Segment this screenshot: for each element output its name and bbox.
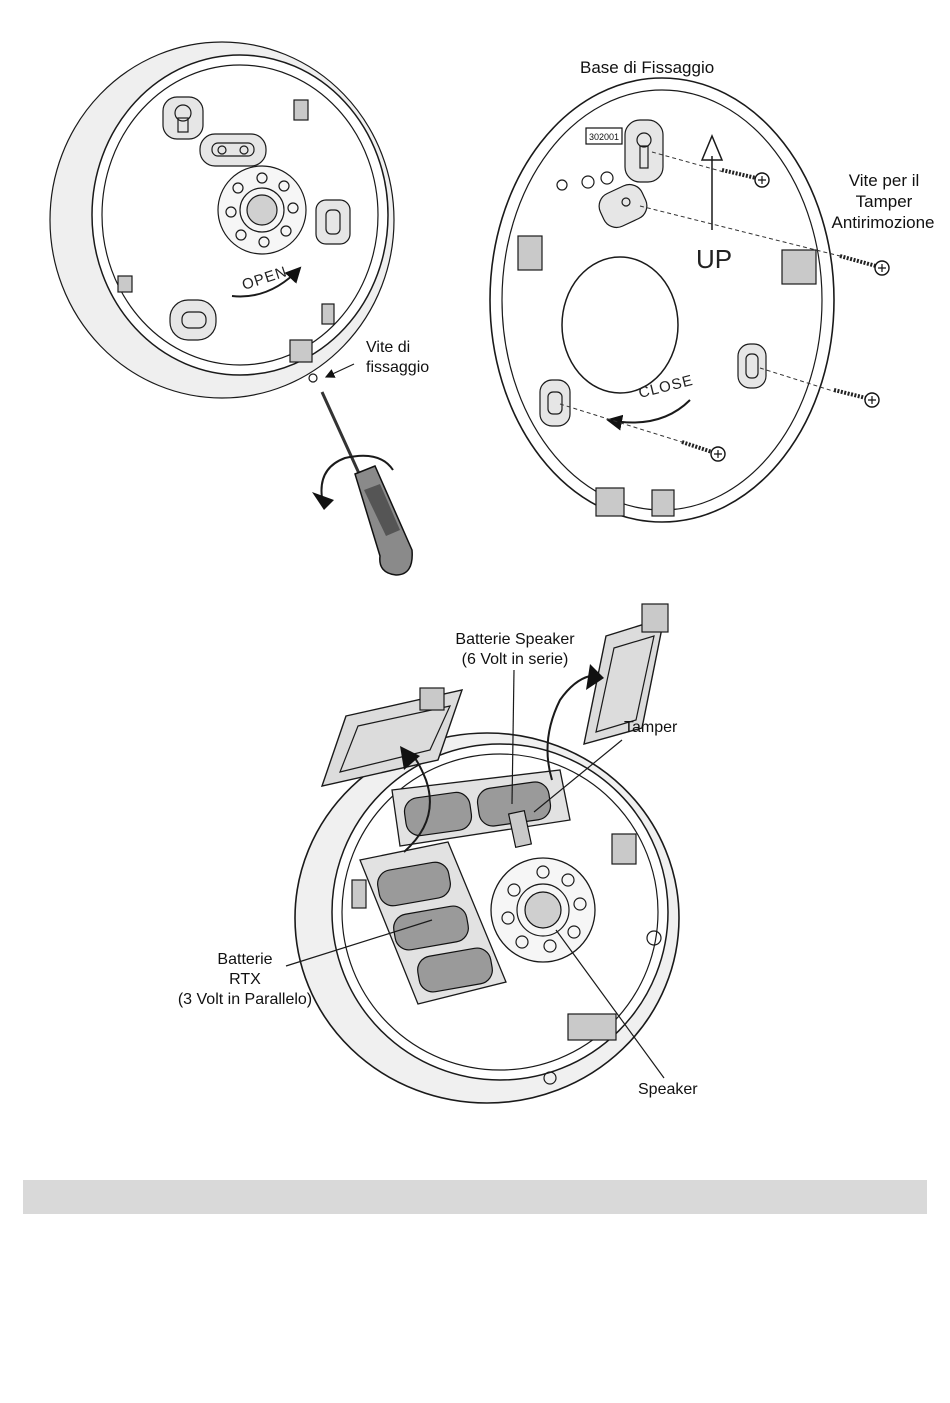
vite-tamper-label-1: Vite per il [828,171,940,190]
speaker-grille [218,166,306,254]
gray-separator-bar [23,1180,927,1214]
vite-fissaggio-label-1: Vite di [366,338,410,357]
part-code: 302001 [589,132,619,142]
screwdriver-icon [322,392,412,575]
detector-open-view [295,733,679,1103]
detector-back-view: OPEN [50,42,394,398]
clip [294,100,308,120]
up-embossed-text: UP [696,244,732,274]
vite-fissaggio-label-2: fissaggio [366,358,429,377]
clip [782,250,816,284]
speaker-grille [491,858,595,962]
screw-icon [840,256,889,275]
clip [612,834,636,864]
speaker-label: Speaker [638,1080,698,1099]
mounting-base: 302001 UP [490,78,834,522]
vite-fissaggio-pointer [326,364,354,377]
side-slot [316,200,350,244]
tamper-label: Tamper [624,718,677,737]
clip [118,276,132,292]
oval-slot [170,300,216,340]
base-fissaggio-label: Base di Fissaggio [580,58,714,77]
clip [322,304,334,324]
batterie-rtx-label-2: RTX [172,970,318,989]
clip [568,1014,616,1040]
keyhole-slot [625,120,663,182]
clip [352,880,366,908]
vite-tamper-label-3: Antirimozione [822,213,944,232]
center-hole [562,257,678,393]
keyhole-slot [163,97,203,139]
batterie-speaker-label-2: (6 Volt in serie) [440,650,590,669]
oval-slot [540,380,570,426]
vite-tamper-label-2: Tamper [828,192,940,211]
clip [596,488,624,516]
clip [652,490,674,516]
oval-slot [200,134,266,166]
screw-icon [834,390,879,407]
clip [518,236,542,270]
batterie-speaker-label-1: Batterie Speaker [440,630,590,649]
batterie-rtx-label-3: (3 Volt in Parallelo) [160,990,330,1009]
oval-slot [738,344,766,388]
batterie-rtx-label-1: Batterie [172,950,318,969]
